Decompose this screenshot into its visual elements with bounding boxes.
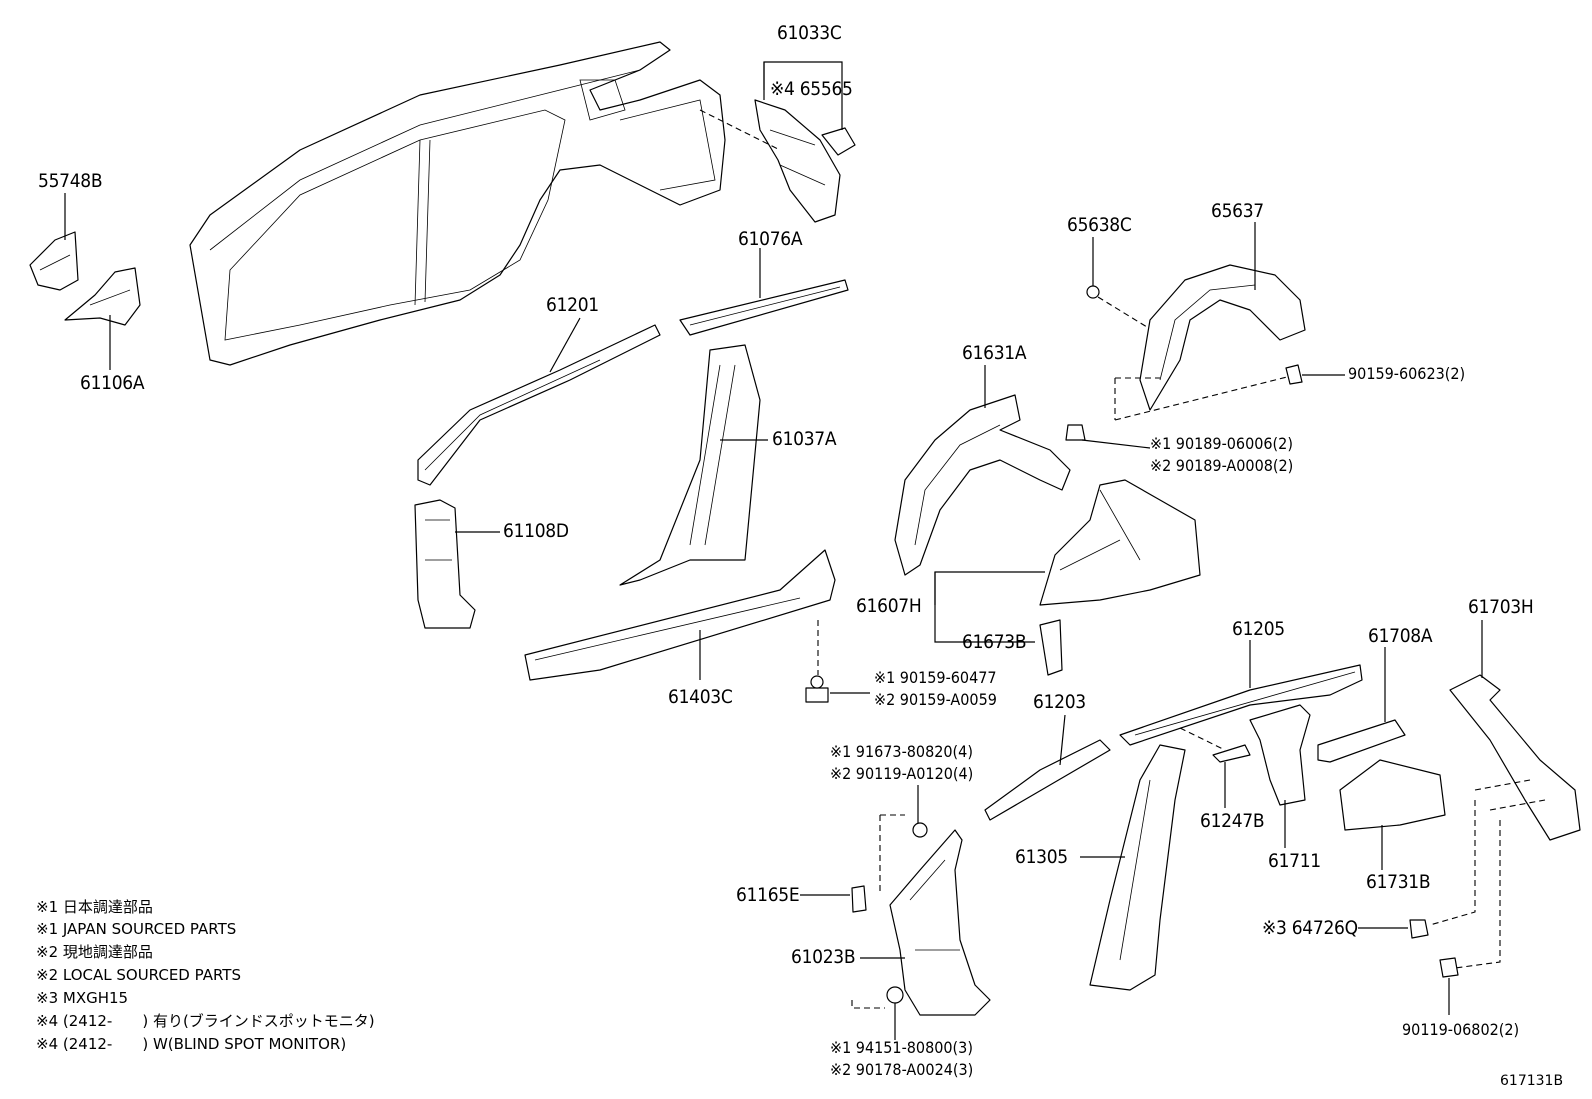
label-90119-06802[interactable]: 90119-06802(2) xyxy=(1402,1020,1520,1039)
legend-note-7: ※4 (2412- ) W(BLIND SPOT MONITOR) xyxy=(36,1035,347,1053)
roof-rail-61201 xyxy=(417,324,661,486)
legend-note-4: ※2 LOCAL SOURCED PARTS xyxy=(36,966,241,984)
inner-wheel-house-61607h xyxy=(1039,479,1201,606)
body-side-outer-panel xyxy=(189,41,726,366)
bracket-61247b xyxy=(1212,744,1251,763)
legend-note-5: ※3 MXGH15 xyxy=(36,989,129,1007)
bracket-61673b xyxy=(1039,619,1063,676)
rail-61203 xyxy=(984,739,1111,821)
label-61711[interactable]: 61711 xyxy=(1268,850,1321,872)
leader-90189 xyxy=(1081,439,1151,449)
label-61076a[interactable]: 61076A xyxy=(738,228,803,250)
pillar-61023b xyxy=(889,829,991,1016)
clip-65638c xyxy=(1086,285,1100,299)
quarter-bracket-61033c xyxy=(754,99,856,223)
pillar-61305 xyxy=(1089,744,1186,991)
label-61037a[interactable]: 61037A xyxy=(772,428,837,450)
panel-61703h xyxy=(1449,674,1581,841)
label-65638c[interactable]: 65638C xyxy=(1067,214,1132,236)
label-61305[interactable]: 61305 xyxy=(1015,846,1068,868)
label-61631a[interactable]: 61631A xyxy=(962,342,1027,364)
dash-65637 xyxy=(1114,374,1296,421)
label-90159-60477[interactable]: ※1 90159-60477 xyxy=(874,668,997,687)
label-90189-06006[interactable]: ※1 90189-06006(2) xyxy=(1150,434,1293,453)
label-61165e[interactable]: 61165E xyxy=(736,884,800,906)
dash-61023b xyxy=(851,814,905,1009)
leader-61203 xyxy=(1059,714,1066,766)
leader-61673b xyxy=(934,572,1035,643)
label-61247b[interactable]: 61247B xyxy=(1200,810,1265,832)
label-55748b[interactable]: 55748B xyxy=(38,170,103,192)
diagram-reference-number: 617131B xyxy=(1500,1073,1564,1089)
bolt-90159 xyxy=(805,675,829,703)
leader-61607h xyxy=(934,571,1045,605)
label-61106a[interactable]: 61106A xyxy=(80,372,145,394)
label-65565[interactable]: ※4 65565 xyxy=(770,78,853,100)
label-90189-a0008[interactable]: ※2 90189-A0008(2) xyxy=(1150,456,1294,475)
pillar-reinforcement-61108d xyxy=(414,499,476,629)
clip-64726q xyxy=(1409,919,1429,939)
dash-61703h xyxy=(1429,779,1546,969)
label-61023b[interactable]: 61023B xyxy=(791,946,856,968)
label-61403c[interactable]: 61403C xyxy=(668,686,733,708)
label-61203[interactable]: 61203 xyxy=(1033,691,1086,713)
label-65637[interactable]: 65637 xyxy=(1211,200,1264,222)
legend-note-1: ※1 日本調達部品 xyxy=(36,898,153,916)
legend-note-2: ※1 JAPAN SOURCED PARTS xyxy=(36,920,237,938)
label-61607h[interactable]: 61607H xyxy=(856,595,922,617)
label-61708a[interactable]: 61708A xyxy=(1368,625,1433,647)
label-61205[interactable]: 61205 xyxy=(1232,618,1285,640)
label-90178-a0024[interactable]: ※2 90178-A0024(3) xyxy=(830,1060,974,1079)
rocker-panel-61403c xyxy=(524,549,836,681)
bolt-90119-06802 xyxy=(1439,957,1459,978)
label-61033c[interactable]: 61033C xyxy=(777,22,842,44)
screw-90159-60623 xyxy=(1285,364,1303,385)
label-91673-80820[interactable]: ※1 91673-80820(4) xyxy=(830,742,973,761)
label-90159-60623[interactable]: 90159-60623(2) xyxy=(1348,364,1466,383)
label-64726q[interactable]: ※3 64726Q xyxy=(1262,917,1358,939)
label-61108d[interactable]: 61108D xyxy=(503,520,569,542)
label-61703h[interactable]: 61703H xyxy=(1468,596,1534,618)
label-90159-a0059[interactable]: ※2 90159-A0059 xyxy=(874,690,997,709)
reinforcement-61106a xyxy=(64,267,141,326)
panel-61731b xyxy=(1339,759,1446,831)
clip-90189 xyxy=(1065,424,1086,441)
dash-61205 xyxy=(1179,727,1226,751)
legend-note-3: ※2 現地調達部品 xyxy=(36,943,153,961)
roof-side-inner-61205 xyxy=(1119,664,1363,746)
label-90119-a0120[interactable]: ※2 90119-A0120(4) xyxy=(830,764,974,783)
bracket-55748b xyxy=(29,231,79,291)
center-pillar-61037a xyxy=(619,344,761,586)
pillar-61711 xyxy=(1249,704,1311,806)
bracket-61165e xyxy=(851,885,867,913)
extension-61708a xyxy=(1317,719,1406,763)
label-61673b[interactable]: 61673B xyxy=(962,631,1027,653)
roof-side-rail-61076a xyxy=(679,279,849,336)
dash-61033c xyxy=(699,109,781,151)
leader-61201 xyxy=(549,317,581,373)
label-61731b[interactable]: 61731B xyxy=(1366,871,1431,893)
legend-note-6: ※4 (2412- ) 有り(ブラインドスポットモニタ) xyxy=(36,1012,375,1030)
wheel-house-61631a xyxy=(894,394,1071,576)
nut-94151 xyxy=(886,986,904,1004)
wheel-liner-65637 xyxy=(1139,264,1306,411)
label-94151-80800[interactable]: ※1 94151-80800(3) xyxy=(830,1038,973,1057)
bolt-91673 xyxy=(912,822,928,838)
label-61201[interactable]: 61201 xyxy=(546,294,599,316)
